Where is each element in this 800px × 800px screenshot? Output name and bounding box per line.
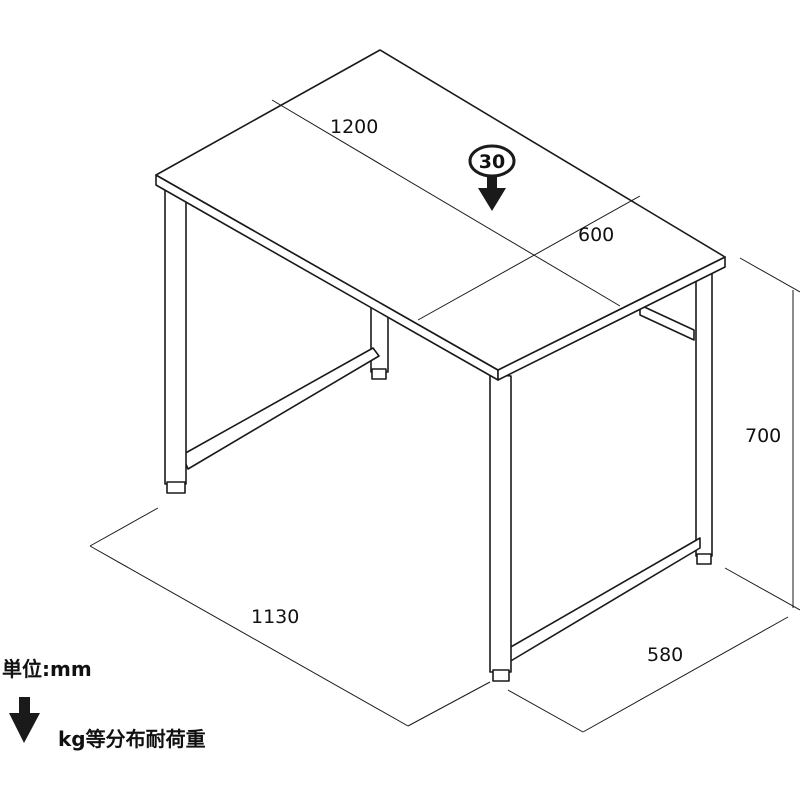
load-badge-circle [468,144,516,178]
down-arrow-icon [478,177,506,211]
legend-load: kg等分布耐荷重 [58,727,206,751]
dim-label-leg-width: 1130 [251,606,300,628]
right-upper-brace [639,304,695,341]
dimension-lines [89,99,800,733]
dim-line-leg-depth [507,689,584,733]
front-right-leg [489,373,512,682]
back-right-leg [695,269,713,565]
dim-label-width: 1200 [330,116,379,138]
dim-label-depth: 600 [578,224,615,246]
dim-label-height: 700 [745,425,782,447]
dim-line-depth [417,195,641,321]
dim-label-leg-depth: 580 [647,644,684,666]
legend-unit: 単位:mm [2,657,92,681]
dim-line-leg-width [89,545,409,727]
front-left-leg [164,187,187,494]
load-badge-value: 30 [479,151,505,173]
left-lower-stretcher [181,347,380,470]
legend-down-arrow-icon [9,697,40,743]
desk-top-surface [155,49,726,371]
dim-line-width [271,99,621,307]
load-badge: 30 [468,144,516,211]
